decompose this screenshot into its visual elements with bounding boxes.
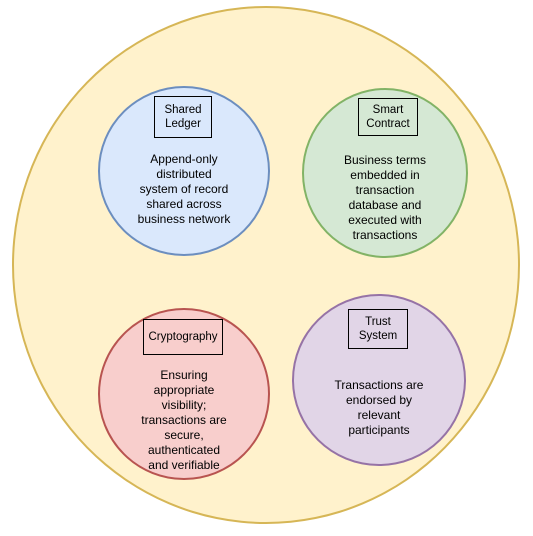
description-line: and verifiable bbox=[148, 458, 220, 472]
description-line: endorsed by bbox=[345, 393, 413, 407]
description-line: embedded in bbox=[350, 168, 420, 182]
trust-system-title-line: System bbox=[358, 330, 398, 342]
description-line: appropriate bbox=[153, 383, 215, 397]
trust-system-label: Trust System bbox=[348, 309, 408, 349]
description-line: transactions bbox=[352, 228, 418, 242]
description-line: executed with bbox=[348, 213, 422, 227]
description-line: relevant bbox=[357, 408, 401, 422]
smart-contract-title-line: Contract bbox=[366, 118, 410, 130]
cryptography-circle bbox=[98, 308, 270, 480]
description-line: database and bbox=[348, 198, 422, 212]
description-line: Ensuring bbox=[160, 368, 208, 382]
trust-system-circle bbox=[292, 294, 466, 466]
shared-ledger-circle bbox=[98, 86, 270, 256]
smart-contract-description: Business terms embedded in transaction d… bbox=[320, 153, 450, 243]
description-line: shared across bbox=[146, 197, 222, 211]
shared-ledger-title-line: Shared bbox=[164, 104, 202, 116]
smart-contract-circle bbox=[302, 88, 468, 258]
description-line: transaction bbox=[355, 183, 415, 197]
trust-system-title-line: Trust bbox=[365, 316, 391, 328]
description-line: authenticated bbox=[147, 443, 221, 457]
trust-system-description: Transactions are endorsed by relevant pa… bbox=[314, 378, 444, 438]
description-line: visibility; bbox=[161, 398, 207, 412]
shared-ledger-title-line: Ledger bbox=[165, 118, 201, 130]
description-line: participants bbox=[348, 423, 410, 437]
smart-contract-title-line: Smart bbox=[372, 104, 404, 116]
description-line: distributed bbox=[156, 167, 212, 181]
description-line: Transactions are bbox=[334, 378, 424, 392]
cryptography-title-line: Cryptography bbox=[148, 331, 218, 343]
cryptography-label: Cryptography bbox=[143, 319, 223, 355]
smart-contract-label: Smart Contract bbox=[358, 98, 418, 136]
outer-circle bbox=[12, 6, 520, 524]
description-line: transactions are bbox=[141, 413, 227, 427]
shared-ledger-label: Shared Ledger bbox=[154, 96, 212, 138]
description-line: Append-only bbox=[150, 152, 218, 166]
description-line: Business terms bbox=[343, 153, 427, 167]
description-line: system of record bbox=[139, 182, 229, 196]
cryptography-description: Ensuring appropriate visibility; transac… bbox=[118, 368, 250, 473]
description-line: secure, bbox=[164, 428, 204, 442]
description-line: business network bbox=[137, 212, 231, 226]
shared-ledger-description: Append-only distributed system of record… bbox=[118, 152, 250, 227]
